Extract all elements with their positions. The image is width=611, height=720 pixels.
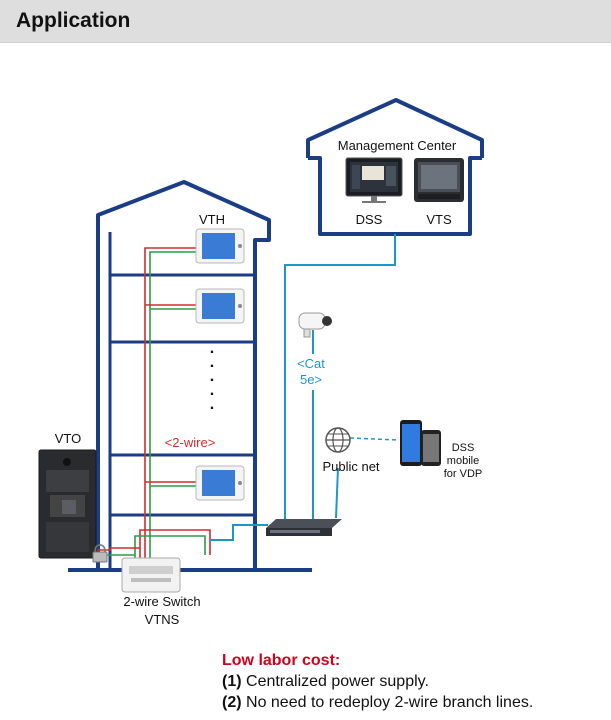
mobile-label-line3: for VDP [444,468,483,480]
vts-device-icon [414,158,464,202]
two-wire-label-bg [158,434,222,451]
vto-label: VTO [55,431,82,446]
ellipsis-dots: . . . . . [210,340,214,413]
management-center-title: Management Center [338,138,457,153]
header-bar: Application [0,0,611,43]
vth-panel-icon [195,288,245,324]
footer-item: (2) No need to redeploy 2-wire branch li… [222,694,534,711]
svg-text:.: . [210,396,214,413]
vth-panel-icon [195,465,245,501]
network-switch-icon [266,519,342,536]
lock-icon [92,544,108,563]
building [68,180,312,572]
footer-item: (1) Centralized power supply. [222,673,429,690]
footer-notes: Low labor cost: (1) Centralized power su… [222,650,607,713]
public-net-label: Public net [322,459,379,474]
cat5e-label-bg [288,354,334,390]
svg-text:.: . [210,368,214,385]
phone-icon [400,420,441,466]
mobile-label-line2: mobile [447,455,479,467]
camera-icon [298,312,332,338]
dss-label: DSS [356,212,383,227]
mobile-label-line1: DSS [452,442,475,454]
cat5e-label-line2: 5e> [300,372,322,387]
svg-text:.: . [210,382,214,399]
svg-text:.: . [210,354,214,371]
svg-text:.: . [210,340,214,357]
switch-label-line2: VTNS [145,612,180,627]
two-wire-label: <2-wire> [165,435,216,450]
two-wire-lines [96,247,211,560]
monitor-icon [345,157,403,203]
page-title: Application [16,9,131,32]
footer-title: Low labor cost: [222,652,341,669]
vth-panel-icon [195,228,245,264]
vts-label: VTS [426,212,452,227]
cat5e-label-line1: <Cat [297,356,325,371]
vth-label: VTH [199,212,225,227]
globe-icon [325,427,351,453]
switch-icon [121,557,181,593]
vto-panel-icon [38,449,97,559]
switch-label-line1: 2-wire Switch [123,594,200,609]
management-center-house: Management Center DSS VTS [306,98,484,236]
